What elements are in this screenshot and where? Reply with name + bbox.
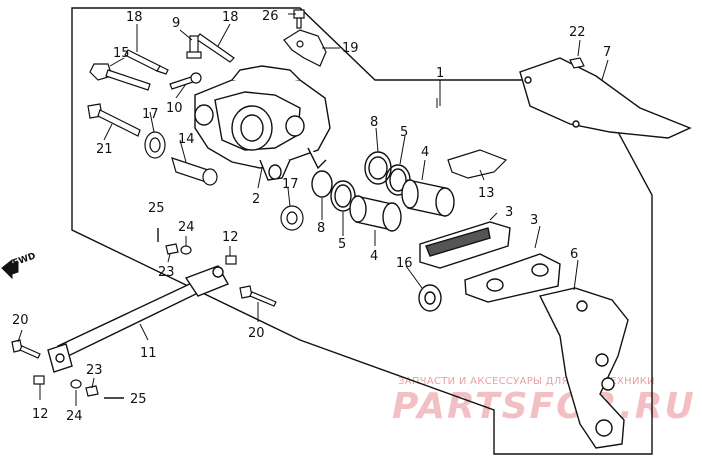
callout-19: 19 bbox=[342, 41, 359, 56]
bleeder-valve bbox=[186, 35, 202, 59]
callout-1: 1 bbox=[436, 66, 444, 81]
callout-13: 13 bbox=[478, 186, 495, 201]
brake-pad-rear bbox=[464, 253, 561, 303]
brake-pad-front bbox=[419, 221, 511, 269]
pin-sleeve bbox=[171, 157, 218, 186]
fwd-label: FWD bbox=[12, 251, 38, 268]
caliper-body bbox=[194, 65, 331, 181]
callout-6: 6 bbox=[570, 247, 578, 262]
callout-12b: 12 bbox=[32, 407, 49, 422]
seal-set bbox=[311, 151, 411, 212]
leader-lines bbox=[17, 13, 609, 406]
callout-16: 16 bbox=[396, 256, 413, 271]
callout-4a: 4 bbox=[421, 145, 429, 160]
washer-24-upper bbox=[180, 245, 192, 255]
callout-7: 7 bbox=[603, 45, 611, 60]
nut-22 bbox=[569, 57, 585, 69]
bolt-26 bbox=[293, 9, 305, 29]
washer-24-lower bbox=[70, 379, 82, 389]
callout-26: 26 bbox=[262, 9, 279, 24]
callout-24b: 24 bbox=[66, 409, 83, 424]
pin-boot-lower bbox=[280, 205, 304, 231]
callout-18b: 18 bbox=[222, 10, 239, 25]
watermark-caption: ЗАПЧАСТИ И АКСЕССУАРЫ ДЛЯ МОТОТЕХНИКИ bbox=[398, 376, 655, 387]
callout-3b: 3 bbox=[530, 213, 538, 228]
callout-18a: 18 bbox=[126, 10, 143, 25]
callout-4b: 4 bbox=[370, 249, 378, 264]
nut-23-upper bbox=[165, 243, 179, 255]
assembly-outline bbox=[71, 7, 653, 455]
callout-8a: 8 bbox=[370, 115, 378, 130]
pistons bbox=[349, 179, 455, 232]
callout-20b: 20 bbox=[248, 326, 265, 341]
callout-22: 22 bbox=[569, 25, 586, 40]
callout-25a: 25 bbox=[148, 201, 165, 216]
callout-15: 15 bbox=[113, 46, 130, 61]
pin-boot-upper bbox=[144, 131, 166, 159]
callout-17b: 17 bbox=[282, 177, 299, 192]
bolt-10 bbox=[169, 72, 202, 90]
pad-shim bbox=[418, 284, 442, 312]
callout-11: 11 bbox=[140, 346, 157, 361]
fwd-arrow-icon bbox=[1, 258, 19, 280]
slide-pin-right bbox=[195, 33, 235, 63]
callout-25b: 25 bbox=[130, 392, 147, 407]
callout-17a: 17 bbox=[142, 107, 159, 122]
callout-12a: 12 bbox=[222, 230, 239, 245]
callout-5b: 5 bbox=[338, 237, 346, 252]
bolt-20-right bbox=[239, 285, 277, 307]
bolt-15 bbox=[89, 63, 151, 91]
callout-23b: 23 bbox=[86, 363, 103, 378]
slide-pin-left bbox=[124, 49, 169, 75]
callout-9: 9 bbox=[172, 16, 180, 31]
bracket-19 bbox=[283, 29, 327, 67]
caliper-bracket bbox=[538, 287, 629, 449]
pad-spring bbox=[447, 149, 508, 179]
bolt-21 bbox=[87, 103, 141, 137]
callout-5a: 5 bbox=[400, 125, 408, 140]
callout-23a: 23 bbox=[158, 265, 175, 280]
callout-8b: 8 bbox=[317, 221, 325, 236]
watermark-logo: PARTSFOR.RU bbox=[392, 386, 696, 427]
callout-3a: 3 bbox=[505, 205, 513, 220]
callout-10: 10 bbox=[166, 101, 183, 116]
callout-14: 14 bbox=[178, 132, 195, 147]
collar-12-lower bbox=[33, 375, 45, 385]
callout-24a: 24 bbox=[178, 220, 195, 235]
callout-21: 21 bbox=[96, 142, 113, 157]
watermark: ЗАПЧАСТИ И АКСЕССУАРЫ ДЛЯ МОТОТЕХНИКИ PA… bbox=[392, 376, 696, 427]
callout-2: 2 bbox=[252, 192, 260, 207]
callout-labels: 1 2 3 3 4 4 5 5 6 7 8 8 9 10 11 12 12 13… bbox=[12, 9, 611, 424]
fwd-marker: FWD bbox=[1, 251, 38, 280]
collar-12-upper bbox=[225, 255, 237, 265]
bolt-20-left bbox=[11, 339, 41, 359]
torque-rod bbox=[47, 265, 229, 373]
callout-20a: 20 bbox=[12, 313, 29, 328]
